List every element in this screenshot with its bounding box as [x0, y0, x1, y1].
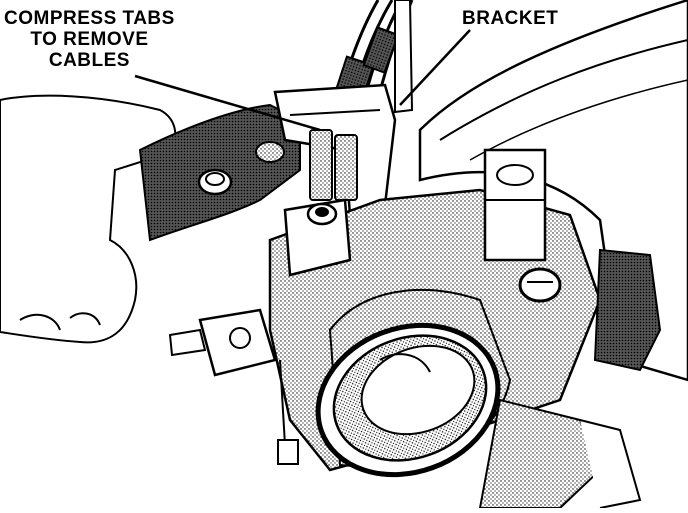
cable-end-tab-1	[309, 129, 333, 201]
bolt-head-right	[518, 267, 562, 303]
throttle-plate	[360, 344, 476, 436]
linkage-rod	[279, 359, 286, 446]
sensor-housing	[593, 248, 662, 372]
compress-tabs-line1: COMPRESS TABS	[4, 8, 175, 29]
finger-knuckle	[19, 313, 61, 331]
linkage-hole	[255, 141, 285, 163]
compress-tabs-label: COMPRESS TABS TO REMOVE CABLES	[4, 8, 175, 71]
finger-knuckle-2	[69, 312, 101, 326]
cable-fitting-2	[362, 26, 400, 74]
leader-compress-tabs	[134, 74, 321, 132]
bracket	[394, 0, 414, 114]
hand-outline	[0, 94, 177, 344]
bracket-label: BRACKET	[462, 8, 559, 29]
compress-tabs-line2: TO REMOVE	[30, 29, 149, 50]
leader-bracket	[399, 29, 471, 106]
cable-end-tab-2	[334, 134, 358, 201]
compress-tabs-line3: CABLES	[48, 50, 130, 71]
lower-mount	[478, 398, 602, 509]
